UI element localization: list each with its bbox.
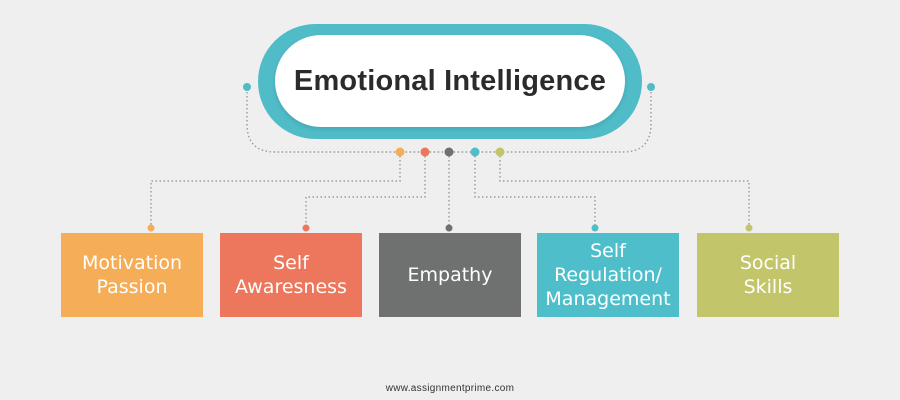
hub-dot-orange [395, 147, 405, 157]
diagram-title: Emotional Intelligence [293, 64, 607, 97]
connector-self-awareness [305, 152, 426, 228]
connector-motivation [150, 152, 401, 228]
box-dot-empathy [445, 224, 453, 232]
hub-dot-coral [420, 147, 430, 157]
component-box-social-skills: Social Skills [697, 233, 839, 317]
box-dot-self-awareness [302, 224, 310, 232]
hub-dot-cyan [470, 147, 480, 157]
hub-dot-gray [444, 147, 454, 157]
component-box-motivation: Motivation Passion [61, 233, 203, 317]
component-label-empathy: Empathy [407, 264, 493, 286]
box-dot-self-regulation [591, 224, 599, 232]
left-end-dot [243, 83, 251, 91]
component-box-self-regulation: Self Regulation/ Management [537, 233, 679, 317]
component-label-social-skills: Social Skills [739, 252, 797, 298]
footer-url: www.assignmentprime.com [385, 383, 515, 394]
box-dot-social-skills [745, 224, 753, 232]
component-box-self-awareness: Self Awaresness [220, 233, 362, 317]
connector-social-skills [499, 152, 750, 228]
component-label-motivation: Motivation Passion [81, 252, 183, 298]
component-label-self-regulation: Self Regulation/ Management [545, 240, 671, 310]
right-end-dot [647, 83, 655, 91]
hub-dot-olive [495, 147, 505, 157]
component-box-empathy: Empathy [379, 233, 521, 317]
box-dot-motivation [147, 224, 155, 232]
connector-self-regulation [474, 152, 596, 228]
left-loop-connector [246, 88, 500, 153]
component-label-self-awareness: Self Awaresness [235, 252, 347, 298]
right-loop-connector [500, 88, 652, 153]
title-pill: Emotional Intelligence [275, 35, 625, 127]
